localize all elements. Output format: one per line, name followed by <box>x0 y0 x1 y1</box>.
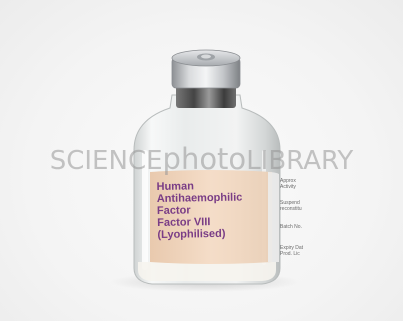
side-label-line: Prod. Lic <box>280 251 300 257</box>
side-label-line: reconstitu <box>280 206 302 212</box>
side-label-line: Batch No. <box>280 224 302 230</box>
side-label-line: Approx <box>280 178 296 184</box>
vial-label-text: Human Antihaemophilic Factor Factor VIII… <box>156 179 275 241</box>
cap-center-inner <box>201 54 211 59</box>
lyophilised-powder <box>138 262 276 281</box>
side-label-edge <box>268 172 279 262</box>
side-label-line: Expiry Dat <box>280 245 304 251</box>
label-line: (Lyophilised) <box>157 227 226 242</box>
vial-label-paper <box>150 170 272 264</box>
side-label-line: Suspend <box>280 200 300 206</box>
side-label-line: Activity <box>280 184 296 190</box>
glass-highlight <box>142 150 148 270</box>
